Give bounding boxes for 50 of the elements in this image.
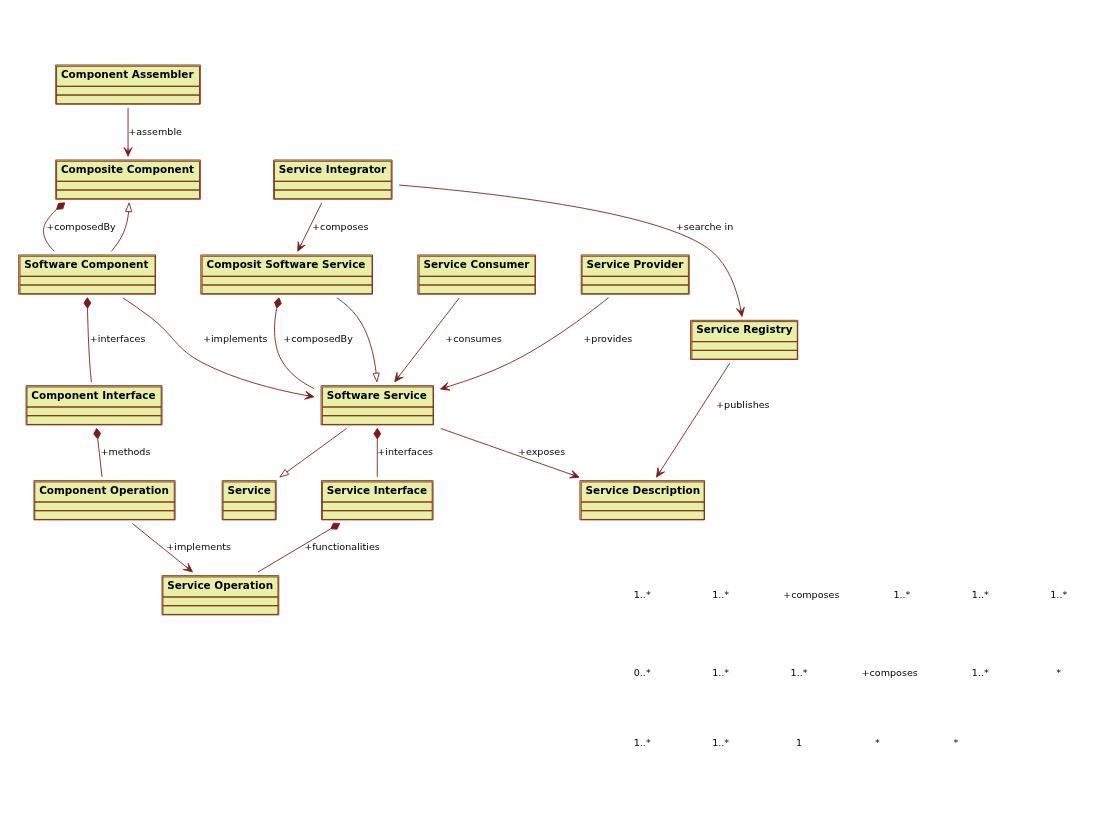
- edge-label: +assemble: [128, 125, 182, 137]
- arrow: [398, 184, 745, 317]
- arrow: [279, 428, 348, 478]
- edge-label: +interfaces: [377, 446, 434, 458]
- label: +composes: [783, 588, 840, 600]
- label: *: [875, 737, 880, 749]
- edge-label: +exposes: [517, 446, 566, 458]
- edge-label: +publishes: [716, 398, 770, 410]
- arrow: [394, 297, 460, 383]
- connector: [83, 297, 92, 383]
- label: *: [1056, 666, 1062, 678]
- arrow: [656, 362, 731, 478]
- edge-label: +interfaces: [89, 333, 146, 345]
- connector: [257, 522, 341, 573]
- label: 1..*: [1050, 588, 1068, 600]
- label: 1..*: [790, 666, 808, 678]
- label: 1..*: [712, 666, 730, 678]
- edge-label: +provides: [583, 333, 633, 345]
- edge-label: +composes: [312, 220, 369, 232]
- connector: [373, 428, 382, 478]
- edge-label: +functionalities: [304, 541, 380, 553]
- edge-label: +implements: [202, 333, 268, 345]
- edge-label: +consumes: [445, 333, 502, 345]
- edge-label: +searche in: [675, 220, 734, 232]
- arrow: [440, 428, 580, 479]
- label: 1..*: [971, 666, 989, 678]
- connector: [43, 202, 66, 252]
- arrow: [122, 297, 315, 400]
- edge-label: +composedBy: [46, 220, 116, 232]
- arrow: [336, 297, 380, 383]
- label: 1: [796, 737, 803, 749]
- connector: [93, 428, 103, 478]
- edge-label: +methods: [100, 446, 151, 458]
- label: 1..*: [712, 737, 730, 749]
- label: +composes: [861, 666, 918, 678]
- arrow: [123, 107, 133, 157]
- connector: [274, 297, 315, 389]
- label: 1..*: [712, 588, 730, 600]
- arrow: [297, 202, 323, 252]
- label: 1..*: [893, 588, 911, 600]
- label: 1..*: [971, 588, 989, 600]
- label: *: [953, 737, 959, 749]
- edge-label: +composedBy: [283, 333, 353, 345]
- arrow: [110, 202, 133, 252]
- arrow: [131, 523, 193, 573]
- label: 0..*: [633, 666, 651, 678]
- label: 1..*: [633, 588, 651, 600]
- label: 1..*: [633, 737, 651, 749]
- arrow: [440, 297, 610, 391]
- edge-label: +implements: [166, 541, 231, 553]
